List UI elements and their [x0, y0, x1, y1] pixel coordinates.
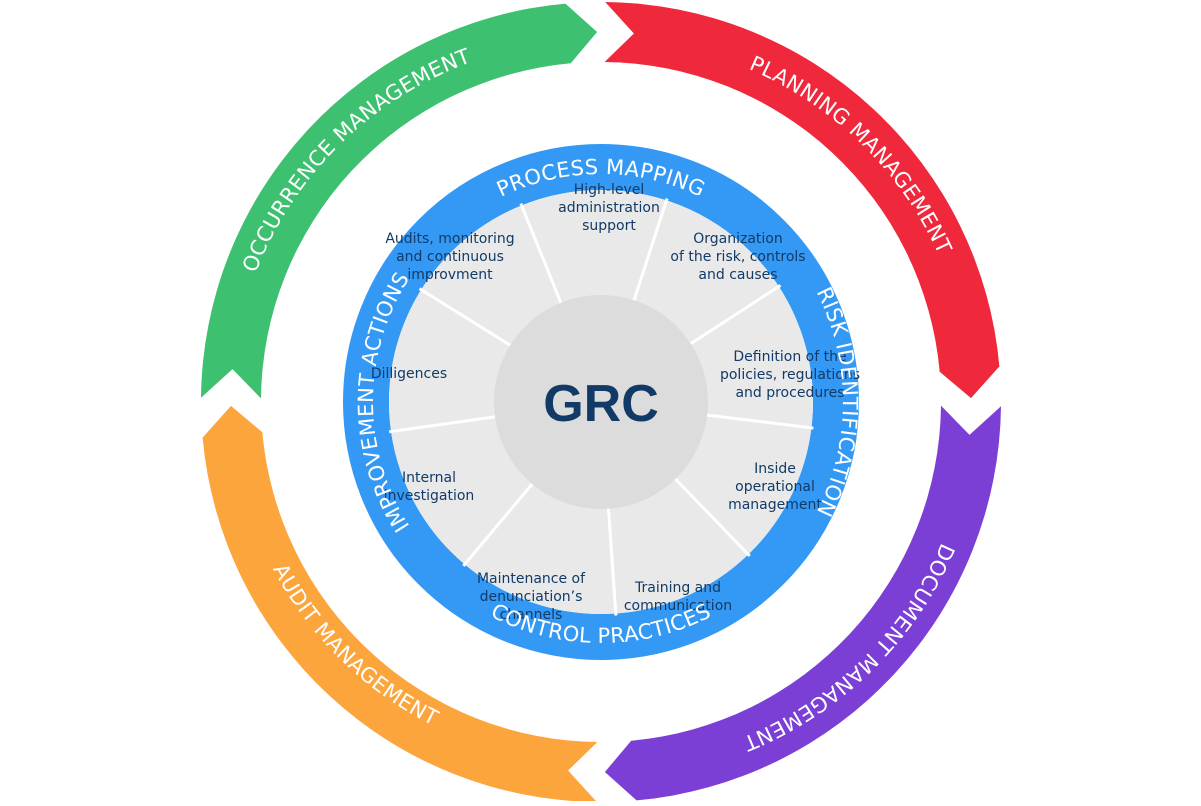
center-label: GRC: [543, 375, 659, 433]
segment-label: Internal investigation: [384, 470, 475, 504]
segment-label: High-level administration support: [558, 182, 660, 234]
segment-divider: [669, 472, 751, 557]
segment-label-line: Internal: [402, 470, 456, 486]
segment-divider: [606, 501, 618, 616]
segment-divider: [630, 198, 669, 308]
segment-label-line: denunciation’s: [480, 589, 583, 605]
segment-label: Training and communication: [624, 580, 732, 614]
center-disk: [494, 295, 708, 509]
segment-divider: [700, 412, 814, 430]
segment-label-line: investigation: [384, 488, 475, 504]
audit-arc: [202, 405, 598, 802]
segment-divider: [388, 414, 503, 434]
segment-label-line: and procedures: [735, 385, 844, 401]
segment-label-line: Training and: [634, 580, 721, 596]
segment-label-line: communication: [624, 598, 732, 614]
segment-label-line: support: [582, 218, 636, 234]
segment-label: Organization of the risk, controls and cau…: [670, 231, 805, 283]
segment-divider: [519, 203, 565, 310]
segment-label-line: management: [728, 497, 822, 513]
segment-label-line: operational: [735, 479, 815, 495]
segment-label: Definition of the policies, regulations an…: [720, 349, 860, 401]
segment-label-line: Organization: [693, 231, 783, 247]
segment-label-line: administration: [558, 200, 660, 216]
segment-label-line: Maintenance of: [477, 571, 586, 587]
segment-label: Dilligences: [371, 366, 447, 382]
outer-ring: [201, 2, 1001, 802]
segment-label: Audits, monitoring and continuous improvme…: [385, 231, 514, 283]
segment-label-line: Dilligences: [371, 366, 447, 382]
segment-divider: [418, 287, 517, 351]
planning-arc: [604, 2, 1000, 399]
segment-label-line: of the risk, controls: [670, 249, 805, 265]
segment-label-line: High-level: [574, 182, 645, 198]
segment-label-line: Definition of the: [733, 349, 846, 365]
segment-label-line: improvment: [407, 267, 493, 283]
segment-divider: [462, 477, 538, 567]
segment-label-line: channels: [500, 607, 563, 623]
segment-label-line: Inside: [754, 461, 796, 477]
segment-label: Maintenance of denunciation’s channels: [477, 571, 586, 623]
segment-label-line: policies, regulations: [720, 367, 860, 383]
segment-label-line: Audits, monitoring: [385, 231, 514, 247]
segment-label-line: and causes: [698, 267, 777, 283]
segment-label: Inside operational management: [728, 461, 822, 513]
occurrence-arc: [201, 3, 598, 399]
segment-label-line: and continuous: [396, 249, 504, 265]
middle-ring: [343, 144, 859, 660]
document-arc: [604, 405, 1001, 801]
segment-divider: [684, 284, 782, 349]
